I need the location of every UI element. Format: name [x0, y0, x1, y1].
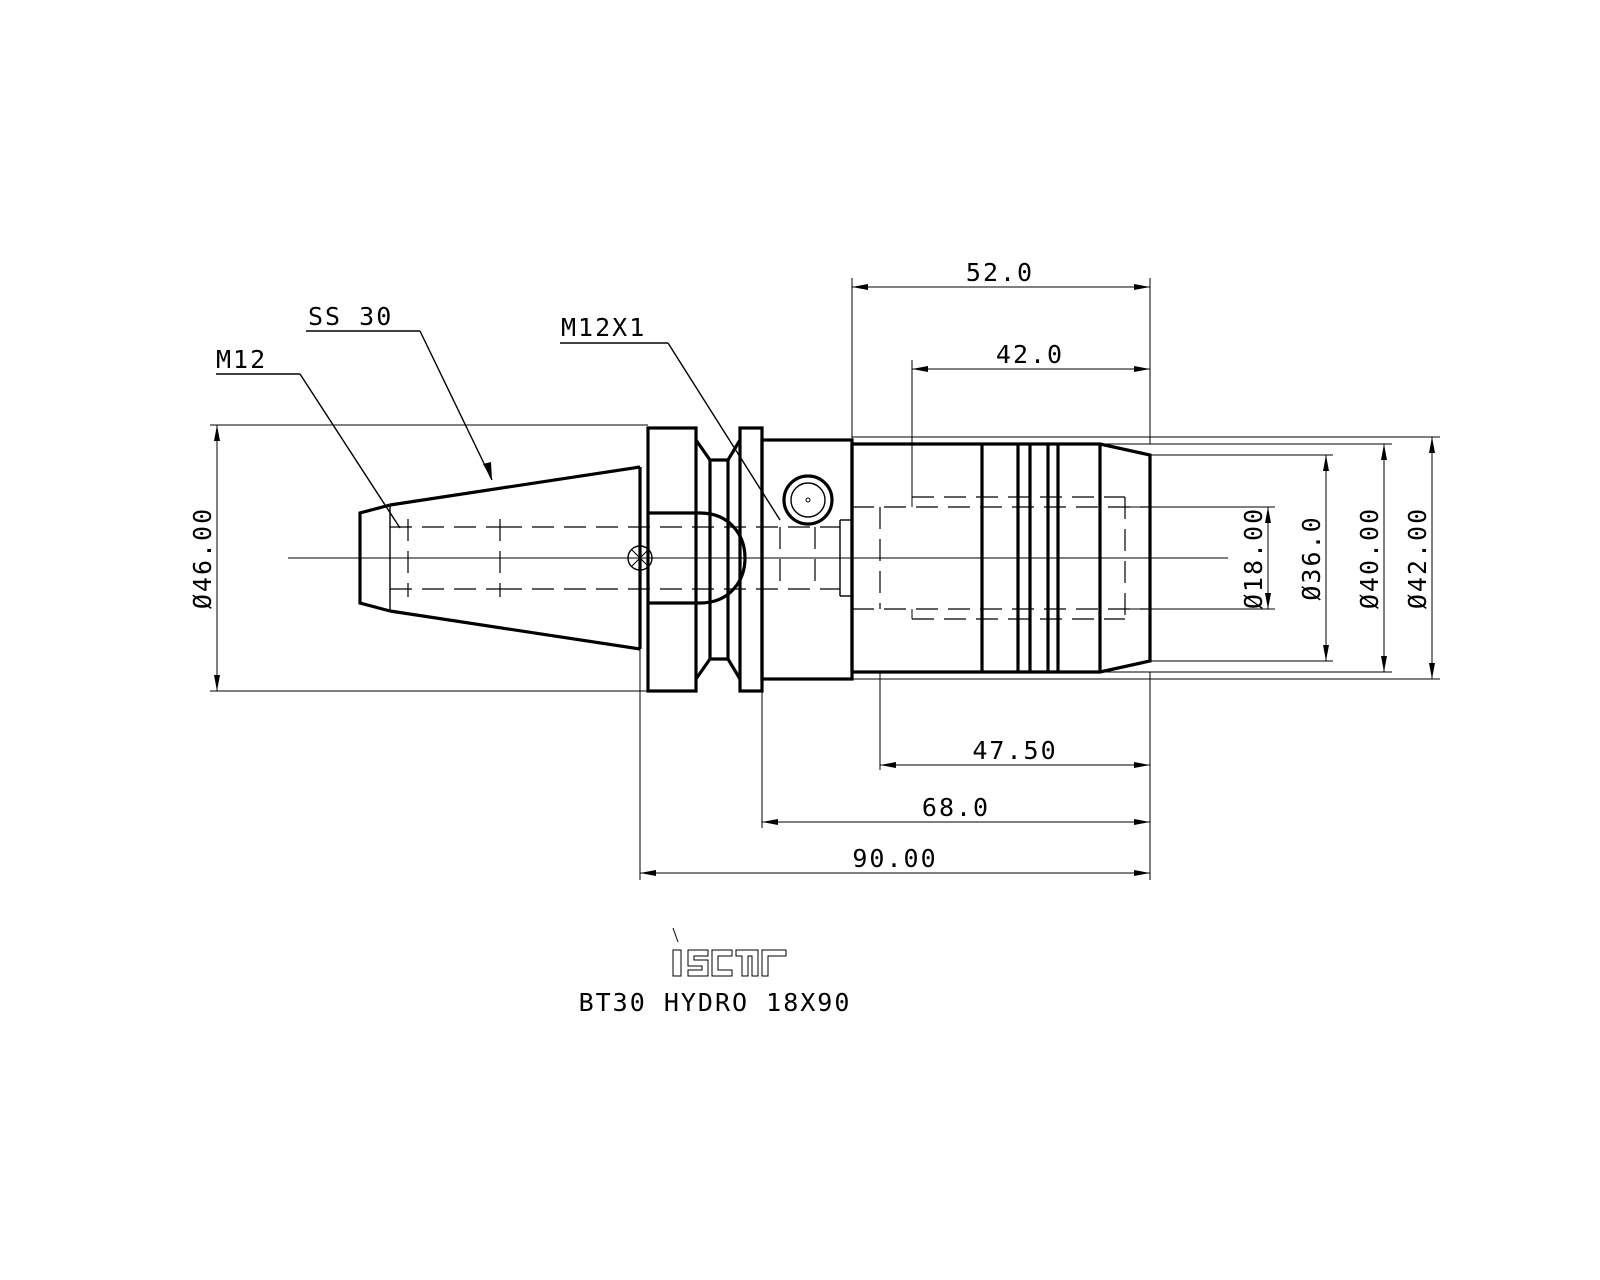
- dim-42-label: 42.0: [996, 340, 1064, 369]
- dim-42: 42.0: [911, 340, 1150, 497]
- hydro-sleeve: [850, 442, 1152, 674]
- dim-dia-36-label: Ø36.0: [1297, 515, 1326, 600]
- taper-shank: [358, 465, 653, 651]
- dim-52: 52.0: [851, 258, 1151, 444]
- label-ss30: SS 30: [308, 302, 393, 331]
- label-m12x1: M12X1: [561, 313, 646, 342]
- dim-dia-46-label: Ø46.00: [188, 507, 217, 609]
- dim-68-label: 68.0: [922, 793, 990, 822]
- dim-dia-36: Ø36.0: [1150, 454, 1333, 662]
- dim-90: 90.00: [639, 649, 1150, 880]
- dim-dia-42: Ø42.00: [852, 436, 1440, 680]
- rear-thread-hidden: [390, 519, 840, 597]
- label-m12: M12: [216, 345, 267, 374]
- dim-52-label: 52.0: [966, 258, 1034, 287]
- dim-dia-40: Ø40.00: [1100, 443, 1392, 673]
- dim-dia-18: Ø18.00: [1125, 506, 1275, 610]
- leader-ss30: SS 30: [306, 302, 493, 481]
- dim-dia-42-label: Ø42.00: [1403, 507, 1432, 609]
- v-flange: [646, 426, 764, 693]
- body-collar: [760, 438, 854, 681]
- dim-dia-40-label: Ø40.00: [1355, 507, 1384, 609]
- leader-m12x1: M12X1: [560, 313, 781, 521]
- dim-dia-18-label: Ø18.00: [1239, 507, 1268, 609]
- dim-90-label: 90.00: [852, 844, 937, 873]
- dim-47-5-label: 47.50: [972, 736, 1057, 765]
- dim-dia-46: Ø46.00: [188, 424, 648, 692]
- product-name: BT30 HYDRO 18X90: [579, 988, 852, 1017]
- dim-47-5: 47.50: [879, 672, 1151, 880]
- dim-68: 68.0: [761, 691, 1150, 828]
- iscar-logo: iscar: [672, 927, 787, 977]
- leader-m12: M12: [216, 345, 401, 529]
